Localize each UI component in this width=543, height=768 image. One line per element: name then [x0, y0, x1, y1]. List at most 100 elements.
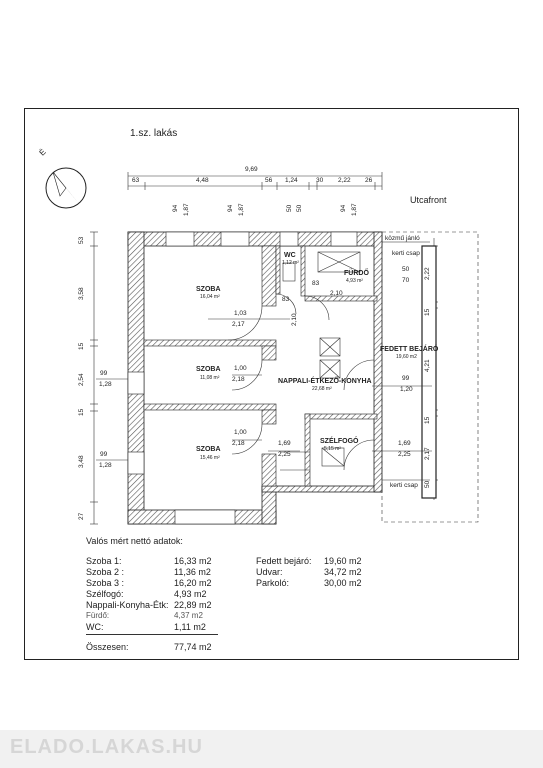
- dim-entry-h: 1,20: [400, 386, 413, 393]
- room-area-fedett-bejaro: 19,60 m2: [396, 354, 417, 360]
- north-arrow-icon: [45, 167, 87, 209]
- dim-top: 63: [132, 177, 140, 184]
- fixtures: [282, 251, 361, 467]
- room-name-wc: WC: [284, 252, 296, 259]
- summary-divider: [86, 634, 218, 635]
- dim-right: 4,21: [424, 359, 431, 372]
- dim-right: 15: [424, 308, 431, 316]
- summary-label: Szoba 1:: [86, 556, 122, 566]
- dim-left: 15: [78, 342, 85, 350]
- dim-door-h: 2,18: [232, 440, 245, 447]
- dim-furdo-window-h: 70: [402, 277, 410, 284]
- room-name-szoba-3: SZOBA: [196, 446, 221, 453]
- garden-tap-label: kerti csap: [390, 482, 418, 489]
- summary-total-label: Összesen:: [86, 642, 129, 652]
- dim-left: 53: [78, 236, 85, 244]
- dim-window-h: 1,28: [99, 462, 112, 469]
- left-dimension-lines: [90, 231, 98, 525]
- dim-door-h: 2,18: [232, 376, 245, 383]
- dim-szelfogo-door-h: 2,25: [278, 451, 291, 458]
- summary-value: 4,37 m2: [174, 611, 203, 620]
- drawing-sheet-frame: [24, 108, 519, 660]
- room-area-szoba-2: 11,08 m²: [200, 375, 220, 381]
- room-area-szoba-3: 15,46 m²: [200, 455, 220, 461]
- dim-entry-w: 99: [402, 375, 410, 382]
- dim-right: 15: [424, 416, 431, 424]
- summary-label: Parkoló:: [256, 578, 290, 588]
- top-dimension-lines: [127, 172, 383, 190]
- dim-window-top: 1,87: [351, 203, 358, 216]
- dim-wc-door-h: 2,10: [291, 313, 298, 326]
- dim-furdo-window-w: 50: [402, 266, 410, 273]
- section-lines: [96, 318, 432, 481]
- summary-label: Udvar:: [256, 567, 283, 577]
- room-area-szelfogo: 5,15 m²: [324, 446, 341, 452]
- dim-szelfogo-door-w: 1,69: [278, 440, 291, 447]
- room-area-nappali: 22,68 m²: [312, 386, 332, 392]
- dim-right: 50: [424, 480, 431, 488]
- room-name-szoba-2: SZOBA: [196, 366, 221, 373]
- dim-furdo-door-w: 83: [312, 280, 320, 287]
- dim-szelfogo-entry-w: 1,69: [398, 440, 411, 447]
- garden-tap-label: kerti csap: [392, 250, 420, 257]
- door-swings: [227, 293, 375, 471]
- dim-window-h: 1,28: [99, 381, 112, 388]
- summary-value: 4,93 m2: [174, 589, 207, 599]
- dim-door-w: 1,00: [234, 365, 247, 372]
- dim-left: 15: [78, 408, 85, 416]
- terrace-outline: [381, 231, 479, 523]
- dim-top: 30: [316, 177, 324, 184]
- utility-meter-label: közmű jánló: [385, 235, 420, 242]
- watermark-logo: ELADO.LAKAS.HU: [10, 736, 203, 758]
- dim-top: 1,24: [285, 177, 298, 184]
- summary-label: Szoba 2 :: [86, 567, 125, 577]
- windows: [127, 231, 358, 525]
- summary-heading: Valós mért nettó adatok:: [86, 536, 183, 546]
- dim-top: 56: [265, 177, 273, 184]
- dim-window-w: 99: [100, 370, 108, 377]
- room-name-szoba-1: SZOBA: [196, 286, 221, 293]
- summary-label: Fürdő:: [86, 611, 110, 620]
- summary-total-value: 77,74 m2: [174, 642, 212, 652]
- room-area-wc: 1,12 m²: [282, 260, 299, 266]
- interior-walls: [143, 245, 378, 487]
- summary-label: Fedett bejáró:: [256, 556, 312, 566]
- dim-window-top: 1,87: [238, 203, 245, 216]
- dim-top: 2,22: [338, 177, 351, 184]
- summary-label: WC:: [86, 622, 104, 632]
- dim-door-w: 1,03: [234, 310, 247, 317]
- dim-window-top: 50: [296, 204, 303, 212]
- summary-value: 34,72 m2: [324, 567, 362, 577]
- dim-window-w: 99: [100, 451, 108, 458]
- summary-value: 30,00 m2: [324, 578, 362, 588]
- dim-window-top: 94: [227, 204, 234, 212]
- dim-wc-door-w: 83: [282, 296, 290, 303]
- summary-value: 16,20 m2: [174, 578, 212, 588]
- dim-szelfogo-entry-h: 2,25: [398, 451, 411, 458]
- dim-total-width: 9,69: [245, 166, 258, 173]
- summary-label: Szélfogó:: [86, 589, 124, 599]
- street-front-label: Utcafront: [410, 195, 447, 205]
- dim-top: 26: [365, 177, 373, 184]
- summary-value: 11,36 m2: [174, 567, 211, 577]
- dim-right: 2,22: [424, 267, 431, 280]
- room-area-furdo: 4,93 m²: [346, 278, 363, 284]
- dim-window-top: 94: [172, 204, 179, 212]
- dim-left: 3,58: [78, 287, 85, 300]
- summary-label: Szoba 3 :: [86, 578, 125, 588]
- dim-top: 4,48: [196, 177, 209, 184]
- watermark-bar: ELADO.LAKAS.HU: [0, 730, 543, 768]
- dim-furdo-door-h: 2,10: [330, 290, 343, 297]
- summary-value: 1,11 m2: [174, 622, 206, 632]
- dim-right: 2,17: [424, 447, 431, 460]
- summary-value: 16,33 m2: [174, 556, 212, 566]
- summary-value: 19,60 m2: [324, 556, 362, 566]
- dim-left: 27: [78, 512, 85, 520]
- summary-value: 22,89 m2: [174, 600, 212, 610]
- dim-left: 2,54: [78, 373, 85, 386]
- room-name-furdo: FÜRDŐ: [344, 270, 369, 277]
- dim-window-top: 94: [340, 204, 347, 212]
- room-name-szelfogo: SZÉLFOGÓ: [320, 438, 359, 445]
- plan-title: 1.sz. lakás: [130, 128, 178, 139]
